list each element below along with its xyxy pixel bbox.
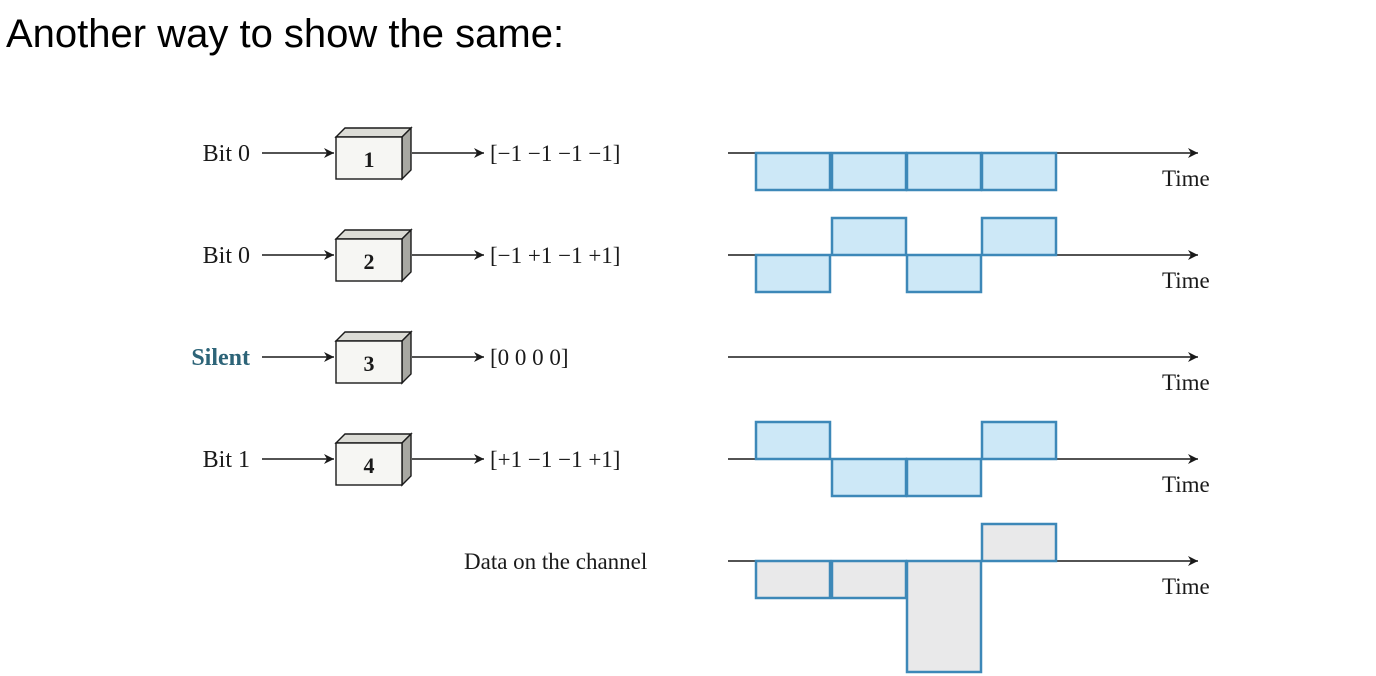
station-number: 1 (364, 147, 375, 172)
station-number: 3 (364, 351, 375, 376)
box-front-face (335, 442, 403, 486)
station-2-chip-4 (980, 216, 1058, 257)
station-input-label: Bit 0 (203, 243, 250, 269)
station-2-chip-1 (754, 253, 832, 294)
station-4-chip-2 (830, 457, 908, 498)
time-axis-label: Time (1162, 574, 1210, 599)
chip-sequence-label: [+1 −1 −1 +1] (490, 447, 620, 472)
channel-chip-1 (754, 559, 832, 600)
box-side-face (401, 126, 412, 181)
box-top-face (334, 331, 413, 342)
station-4-chip-1 (754, 420, 832, 461)
box-side-face (401, 228, 412, 283)
station-number: 2 (364, 249, 375, 274)
station-1-chip-3 (905, 151, 983, 192)
box-side-face (401, 432, 412, 487)
time-axis-label: Time (1162, 472, 1210, 497)
box-front-face (335, 136, 403, 180)
slide-title: Another way to show the same: (6, 12, 565, 56)
time-axis-label: Time (1162, 268, 1210, 293)
box-top-face (334, 229, 413, 240)
box-front-face (335, 340, 403, 384)
station-2-chip-2 (830, 216, 908, 257)
channel-chip-4 (980, 522, 1058, 563)
channel-chip-2 (830, 559, 908, 600)
station-4-chip-4 (980, 420, 1058, 461)
station-1-chip-2 (830, 151, 908, 192)
station-4-chip-3 (905, 457, 983, 498)
box-front-face (335, 238, 403, 282)
chip-sequence-label: [−1 +1 −1 +1] (490, 243, 620, 268)
channel-chip-3 (905, 559, 983, 674)
station-number: 4 (364, 453, 375, 478)
channel-label: Data on the channel (464, 549, 647, 574)
time-axis-label: Time (1162, 370, 1210, 395)
station-input-label: Silent (191, 345, 250, 371)
station-1-chip-1 (754, 151, 832, 192)
box-top-face (334, 433, 413, 444)
station-input-label: Bit 0 (203, 141, 250, 167)
station-input-label: Bit 1 (203, 447, 250, 473)
chip-sequence-label: [−1 −1 −1 −1] (490, 141, 620, 166)
station-2-chip-3 (905, 253, 983, 294)
time-axis-label: Time (1162, 166, 1210, 191)
box-top-face (334, 127, 413, 138)
box-side-face (401, 330, 412, 385)
station-1-chip-4 (980, 151, 1058, 192)
chip-sequence-label: [0 0 0 0] (490, 345, 569, 370)
